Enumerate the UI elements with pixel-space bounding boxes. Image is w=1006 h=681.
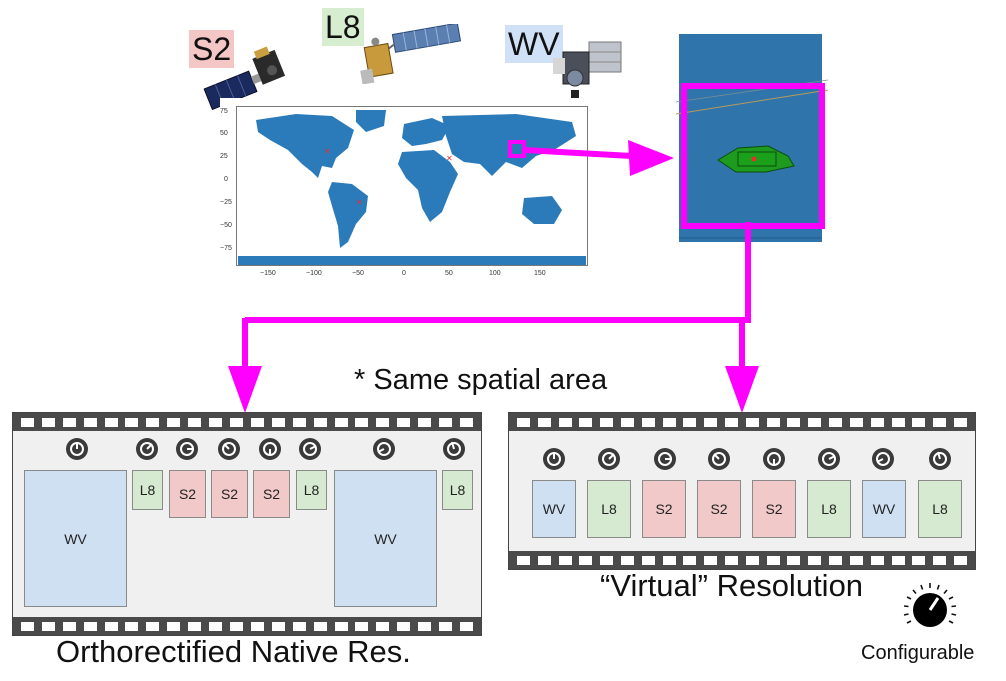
australia-shape — [522, 196, 562, 224]
same-area-note: * Same spatial area — [354, 364, 608, 396]
sentinel2-satellite-image — [203, 46, 286, 110]
dial-icon — [259, 438, 281, 460]
greenland-shape — [356, 110, 386, 132]
zoomed-inset-map — [676, 34, 828, 242]
north-america-shape — [256, 114, 354, 178]
map-ytick: −75 — [220, 245, 232, 252]
dial-icon — [443, 438, 465, 460]
marker-north-america: ✕ — [324, 147, 331, 156]
dial-icon — [136, 438, 158, 460]
virtual-tile-wv: WV — [862, 480, 906, 538]
satellite-label-wv: WV — [505, 25, 563, 63]
map-xtick: −50 — [352, 270, 364, 277]
virtual-strip-caption: “Virtual” Resolution — [600, 568, 864, 603]
source-region-box — [508, 140, 526, 158]
native-tile-wv: WV — [24, 470, 127, 607]
world-map-plot: ✕ ✕ ✕ 75 50 25 0 −25 −50 −75 −150 −100 −… — [220, 98, 590, 283]
dial-icon — [654, 448, 676, 470]
map-xtick: 150 — [534, 270, 546, 277]
dial-icon — [66, 438, 88, 460]
europe-shape — [402, 118, 450, 146]
map-xtick: 50 — [445, 270, 453, 277]
arrow-head-native — [228, 366, 262, 413]
virtual-tile-l8: L8 — [587, 480, 631, 538]
arrow-head-virtual — [725, 366, 759, 413]
native-tile-l8: L8 — [132, 470, 163, 510]
native-tile-s2: S2 — [253, 470, 290, 518]
dial-icon — [218, 438, 240, 460]
marker-south-america: ✕ — [356, 198, 363, 207]
map-ytick: −25 — [220, 199, 232, 206]
virtual-tile-l8: L8 — [918, 480, 962, 538]
virtual-tile-s2: S2 — [642, 480, 686, 538]
native-strip-caption: Orthorectified Native Res. — [56, 634, 411, 669]
virtual-tile-l8: L8 — [807, 480, 851, 538]
map-xtick: −100 — [306, 270, 322, 277]
south-america-shape — [328, 182, 368, 248]
film-perforations-top — [13, 413, 481, 431]
world-map-frame: ✕ ✕ ✕ — [236, 106, 588, 266]
map-ytick: −50 — [220, 222, 232, 229]
zoom-highlight-box — [681, 83, 825, 229]
map-xtick: 0 — [402, 270, 406, 277]
dial-icon — [299, 438, 321, 460]
map-ytick: 50 — [220, 130, 228, 137]
map-xtick: 100 — [489, 270, 501, 277]
dial-icon — [543, 448, 565, 470]
dial-icon — [708, 448, 730, 470]
film-perforations-bottom — [509, 551, 975, 569]
native-tile-s2: S2 — [169, 470, 206, 518]
virtual-tile-s2: S2 — [752, 480, 796, 538]
native-tile-s2: S2 — [211, 470, 248, 518]
native-knob-row — [66, 438, 465, 460]
native-tile-l8: L8 — [442, 470, 473, 510]
virtual-tile-s2: S2 — [697, 480, 741, 538]
arrow-head-to-inset — [628, 140, 674, 176]
film-perforations-bottom — [13, 617, 481, 635]
marker-middle-east: ✕ — [446, 154, 453, 163]
virtual-knob-row — [543, 448, 951, 470]
configurable-label: Configurable — [861, 642, 975, 664]
dial-icon — [373, 438, 395, 460]
map-ytick: 25 — [220, 153, 228, 160]
worldview-satellite-image — [553, 41, 622, 98]
dial-icon — [176, 438, 198, 460]
dial-icon — [818, 448, 840, 470]
dial-icon — [598, 448, 620, 470]
africa-shape — [398, 150, 458, 222]
film-perforations-top — [509, 413, 975, 431]
native-tile-l8: L8 — [296, 470, 327, 510]
map-ytick: 0 — [224, 176, 228, 183]
dial-icon — [763, 448, 785, 470]
native-tile-wv: WV — [334, 470, 437, 607]
landsat8-satellite-image — [360, 24, 462, 84]
satellite-label-l8: L8 — [322, 8, 364, 46]
dial-icon — [872, 448, 894, 470]
configurable-knob-icon — [903, 583, 957, 627]
satellite-label-s2: S2 — [189, 30, 235, 68]
dial-icon — [929, 448, 951, 470]
antarctica-shape — [238, 256, 586, 265]
virtual-tile-wv: WV — [532, 480, 576, 538]
map-ytick: 75 — [220, 108, 228, 115]
map-xtick: −150 — [260, 270, 276, 277]
